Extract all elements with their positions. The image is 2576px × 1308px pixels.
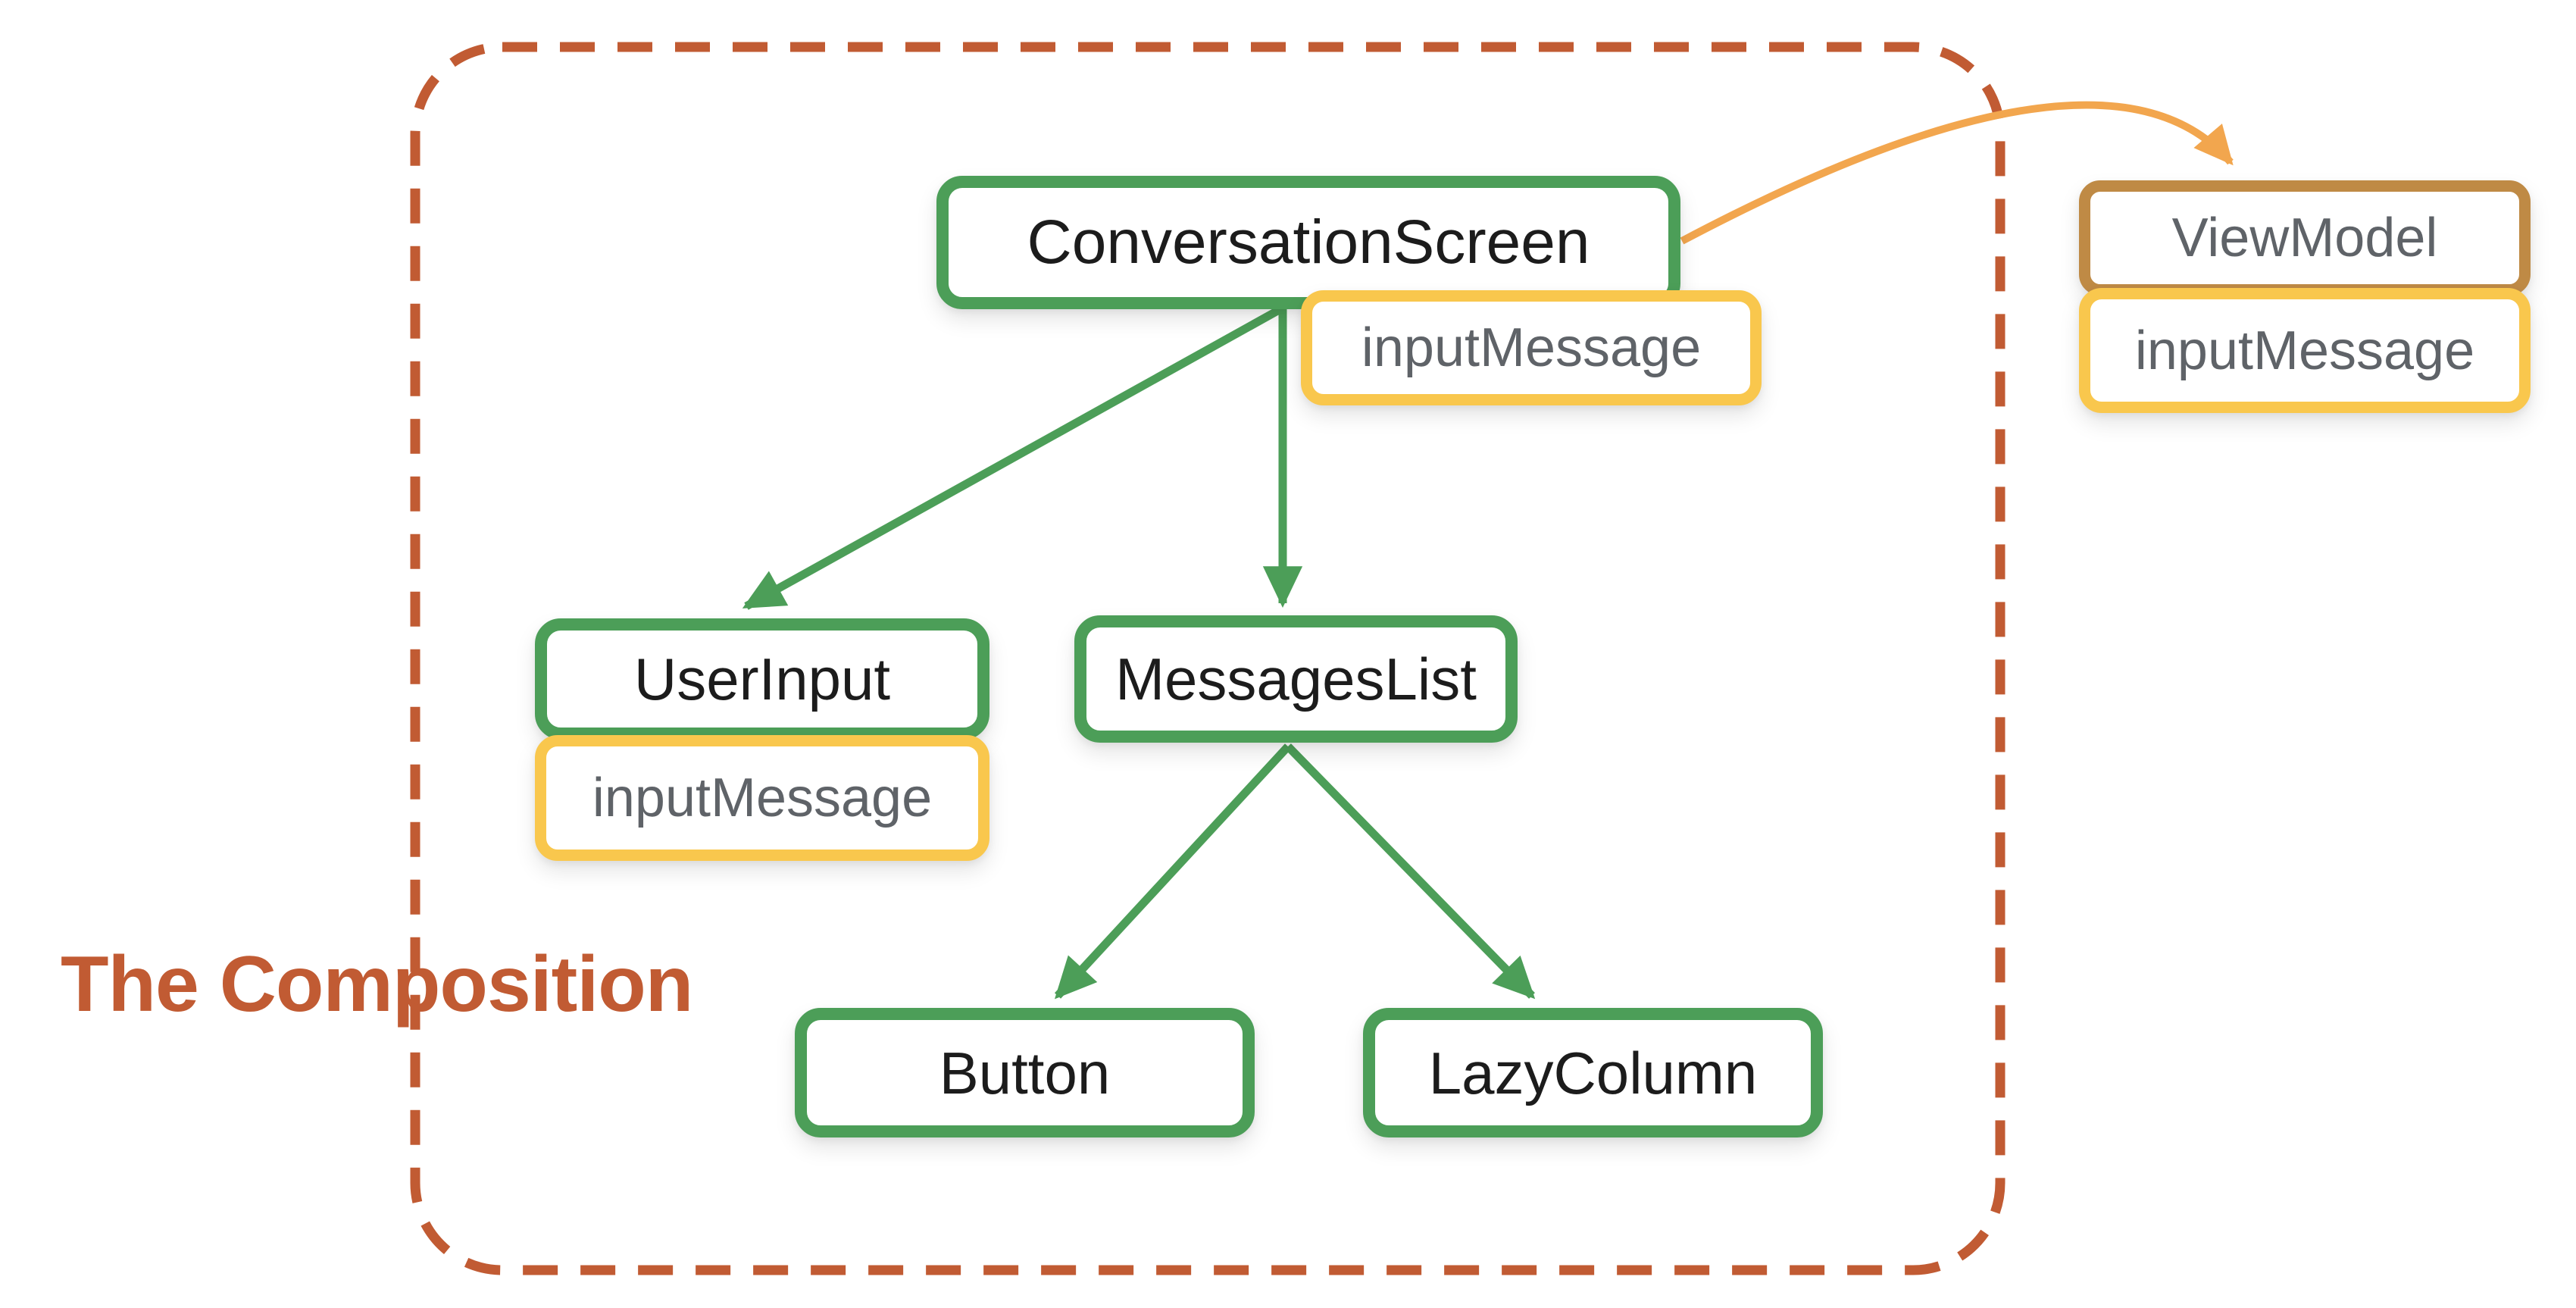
composition-boundary-dashed-border xyxy=(410,42,2005,1275)
node-conversation-screen: ConversationScreen xyxy=(936,176,1680,309)
node-view-model-label: ViewModel xyxy=(2171,208,2438,268)
node-user-input: UserInput xyxy=(535,618,989,740)
node-button: Button xyxy=(795,1008,1255,1137)
edge-messageslist-to-lazycolumn xyxy=(1285,743,1536,1000)
node-lazy-column: LazyColumn xyxy=(1363,1008,1823,1137)
diagram-title: The Composition xyxy=(61,940,693,1028)
node-userinput-inputmessage-state: inputMessage xyxy=(535,735,989,861)
node-messages-list-label: MessagesList xyxy=(1115,646,1477,712)
node-view-model: ViewModel xyxy=(2079,180,2531,296)
node-viewmodel-inputmessage-state: inputMessage xyxy=(2079,288,2531,413)
node-viewmodel-inputmessage-label: inputMessage xyxy=(2134,320,2475,381)
node-conversation-screen-label: ConversationScreen xyxy=(1027,208,1590,277)
edge-messageslist-to-button xyxy=(1054,743,1292,1000)
node-lazy-column-label: LazyColumn xyxy=(1428,1039,1758,1106)
node-userinput-inputmessage-label: inputMessage xyxy=(592,768,933,828)
node-messages-list: MessagesList xyxy=(1074,615,1518,743)
node-user-input-label: UserInput xyxy=(633,646,891,712)
node-button-label: Button xyxy=(939,1039,1111,1106)
edge-conversationscreen-to-userinput xyxy=(742,305,1283,610)
node-conversationscreen-inputmessage-label: inputMessage xyxy=(1361,318,1702,378)
edge-conversationscreen-to-viewmodel xyxy=(1680,101,2234,245)
node-conversationscreen-inputmessage-state: inputMessage xyxy=(1301,290,1762,405)
